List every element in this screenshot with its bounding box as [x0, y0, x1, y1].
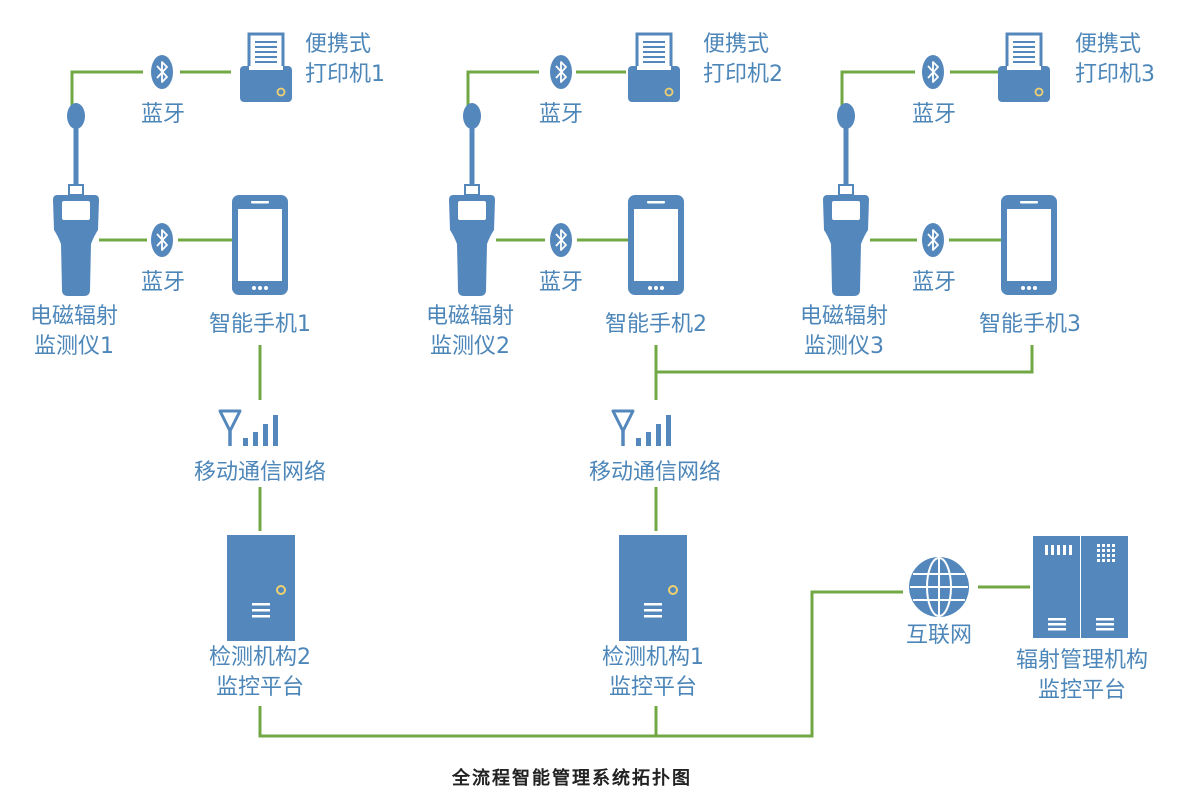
mobile-network-label: 移动通信网络: [588, 460, 722, 485]
bluetooth-label: 蓝牙: [911, 102, 957, 127]
server-icon: [618, 534, 688, 642]
radiation-monitor-icon: [52, 102, 100, 297]
printer-icon: [996, 32, 1052, 104]
agency-server-cabinet-icon: [1033, 536, 1128, 638]
bluetooth-icon: [150, 222, 174, 258]
smartphone-icon: [1001, 195, 1057, 295]
mobile-network-label: 移动通信网络: [193, 460, 327, 485]
server-icon: [226, 534, 296, 642]
diagram-caption: 全流程智能管理系统拓扑图: [452, 768, 692, 789]
radiation-agency-platform-label: 辐射管理机构 监控平台: [1015, 648, 1149, 703]
internet-label: 互联网: [905, 623, 973, 648]
radiation-monitor-2-label: 电磁辐射 监测仪2: [425, 304, 515, 359]
signal-tower-icon: [218, 409, 280, 448]
radiation-monitor-1-label: 电磁辐射 监测仪1: [29, 304, 119, 359]
globe-icon: [909, 557, 969, 617]
bluetooth-icon: [150, 54, 174, 90]
printer-icon: [626, 32, 682, 104]
smartphone-3-label: 智能手机3: [979, 312, 1081, 337]
smartphone-icon: [232, 195, 288, 295]
smartphone-2-label: 智能手机2: [605, 312, 707, 337]
smartphone-icon: [628, 195, 684, 295]
printer-3-label: 便携式 打印机3: [1075, 32, 1155, 87]
bluetooth-label: 蓝牙: [911, 270, 957, 295]
printer-2-label: 便携式 打印机2: [703, 32, 783, 87]
bluetooth-label: 蓝牙: [140, 270, 186, 295]
radiation-monitor-3-label: 电磁辐射 监测仪3: [799, 304, 889, 359]
smartphone-1-label: 智能手机1: [209, 312, 311, 337]
printer-1-label: 便携式 打印机1: [305, 32, 385, 87]
inspection-agency-1-platform-label: 检测机构1 监控平台: [602, 645, 704, 700]
signal-tower-icon: [611, 409, 673, 448]
bluetooth-icon: [549, 222, 573, 258]
inspection-agency-2-platform-label: 检测机构2 监控平台: [209, 645, 311, 700]
bluetooth-icon: [549, 54, 573, 90]
bluetooth-label: 蓝牙: [538, 102, 584, 127]
bluetooth-label: 蓝牙: [538, 270, 584, 295]
printer-icon: [238, 32, 294, 104]
bluetooth-icon: [921, 54, 945, 90]
connection-lines: [70, 70, 1034, 738]
radiation-monitor-icon: [448, 102, 496, 297]
bluetooth-label: 蓝牙: [140, 102, 186, 127]
bluetooth-icon: [921, 222, 945, 258]
radiation-monitor-icon: [822, 102, 870, 297]
